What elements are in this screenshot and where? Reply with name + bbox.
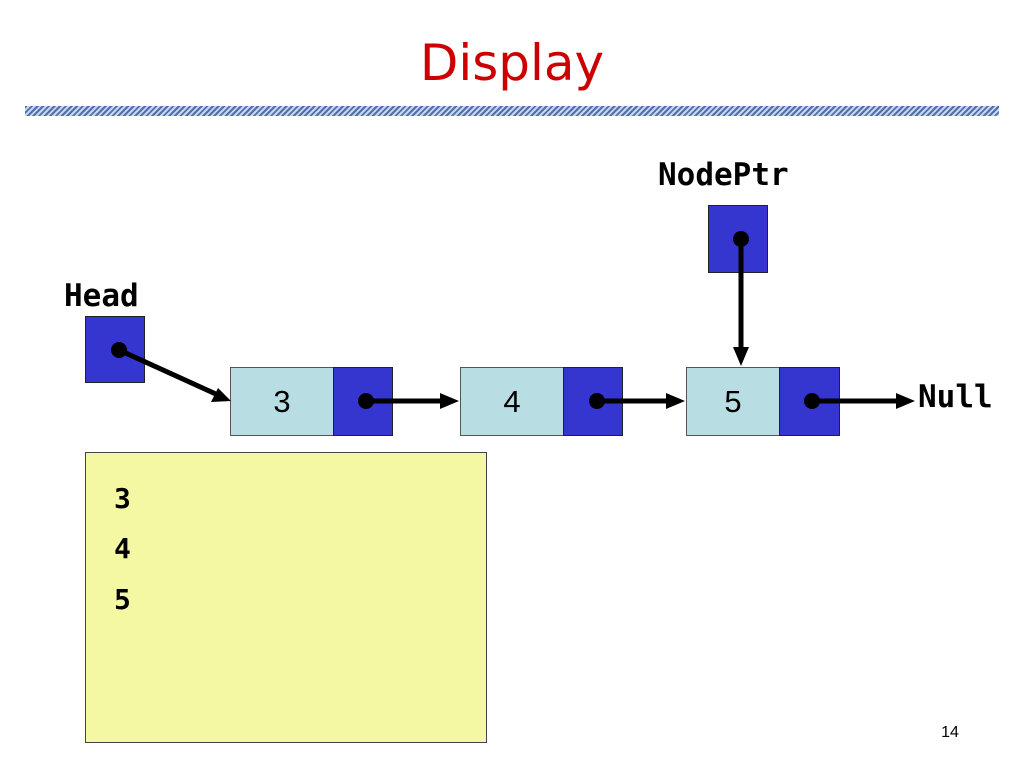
node-2-value: 4	[460, 367, 564, 436]
node-3-value: 5	[686, 367, 780, 436]
head-label: Head	[64, 278, 139, 314]
output-line: 4	[114, 532, 131, 565]
output-line: 5	[114, 583, 131, 616]
nodeptr-pointer-box	[708, 205, 768, 273]
title-divider	[25, 106, 999, 116]
node-1-next-box	[333, 367, 393, 436]
output-console: 3 4 5	[85, 452, 487, 743]
null-label: Null	[918, 379, 993, 415]
head-pointer-box	[85, 316, 145, 383]
node-2-next-box	[563, 367, 623, 436]
page-number: 14	[941, 724, 959, 741]
nodeptr-label: NodePtr	[658, 157, 789, 193]
output-line: 3	[114, 482, 131, 515]
node-1-value: 3	[230, 367, 334, 436]
node-3-next-box	[779, 367, 840, 436]
slide-title: Display	[419, 34, 605, 92]
